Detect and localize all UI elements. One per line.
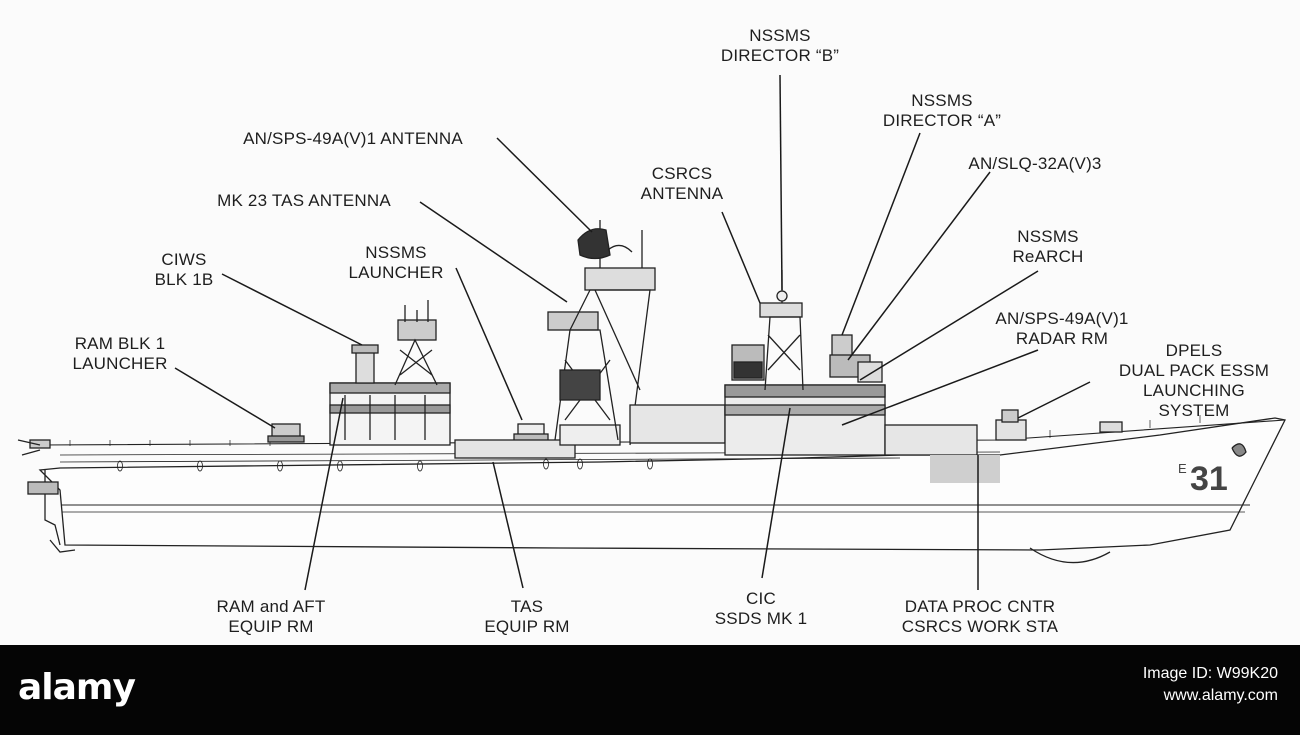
leader-director-b [779, 74, 783, 291]
leader-ram-launcher [174, 367, 276, 429]
leader-ciws [221, 273, 363, 346]
leader-ram-aft [304, 397, 344, 591]
label-an-sps-antenna: AN/SPS-49A(V)1 ANTENNA [243, 129, 463, 148]
brand-logo[interactable]: alamy [18, 667, 136, 708]
site-url[interactable]: www.alamy.com [1163, 687, 1278, 704]
leader-radar-rm [841, 349, 1039, 426]
hull-number: 31 [1190, 460, 1228, 498]
leader-nssms-launcher [455, 267, 523, 421]
leader-csrcs [721, 211, 761, 304]
leader-sps-antenna [496, 137, 593, 233]
leader-tas-equip [492, 461, 524, 589]
ship-profile: 31 E [17, 74, 1286, 591]
watermark-footer: alamy Image ID: W99K20 www.alamy.com [0, 645, 1300, 735]
label-mk23-tas-antenna: MK 23 TAS ANTENNA [217, 191, 391, 210]
leader-rearch [859, 270, 1039, 381]
leader-tas-antenna [419, 201, 568, 303]
leader-cic [761, 407, 791, 579]
leader-dpels [1017, 381, 1091, 419]
image-id: Image ID: W99K20 [1142, 665, 1278, 682]
leader-director-a [841, 132, 921, 336]
image-info: Image ID: W99K20 www.alamy.com [1143, 663, 1278, 707]
leader-slq [847, 171, 991, 361]
hull-prefix: E [1178, 461, 1187, 476]
label-an-slq: AN/SLQ-32A(V)3 [968, 154, 1102, 173]
